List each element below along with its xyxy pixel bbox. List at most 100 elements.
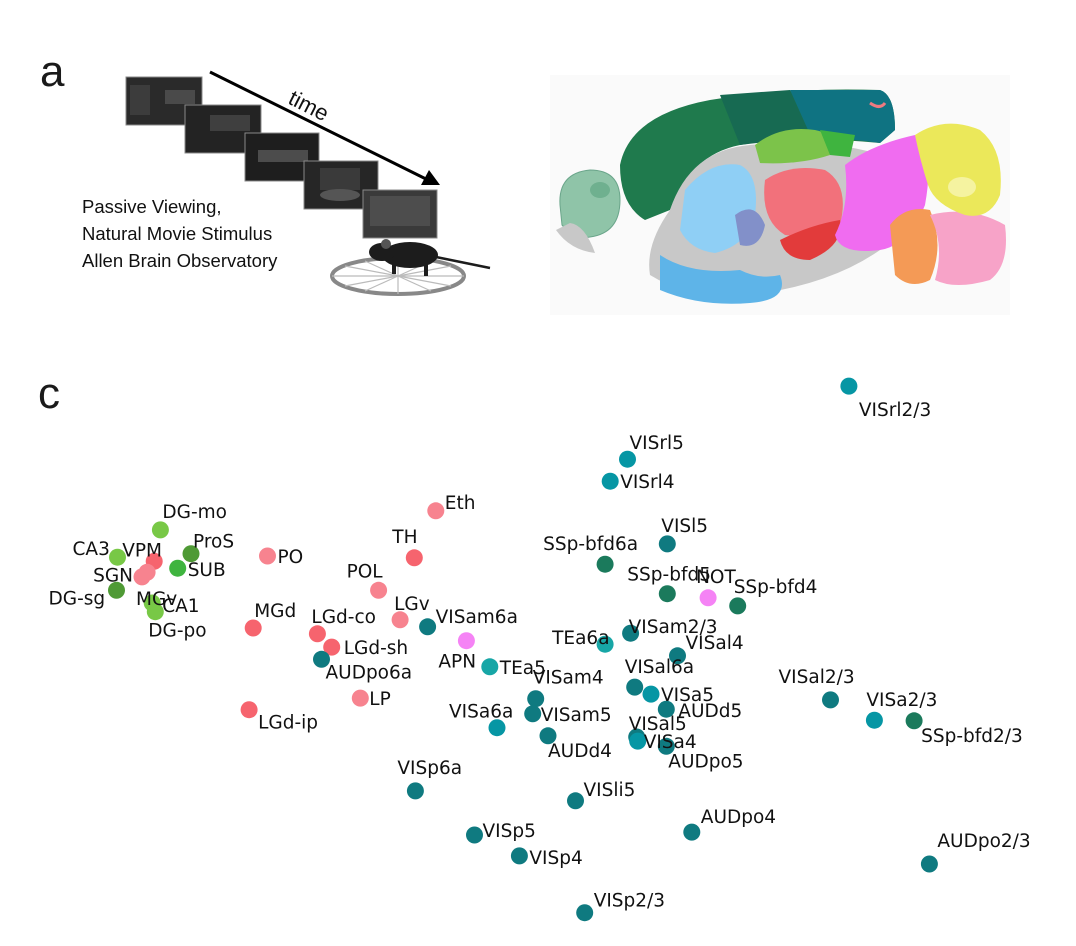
point-label-audd5: AUDd5 xyxy=(678,701,742,722)
scatter-point-lp xyxy=(351,689,369,707)
point-label-ssp-bfd4: SSp-bfd4 xyxy=(734,577,818,598)
point-label-visam4: VISam4 xyxy=(533,668,604,689)
point-label-ssp-bfd5: SSp-bfd5 xyxy=(627,565,711,586)
medulla-region xyxy=(930,211,1006,285)
pons-region xyxy=(890,209,938,284)
point-label-tea6a: TEa6a xyxy=(551,628,609,649)
point-label-visal2-3: VISal2/3 xyxy=(779,667,855,688)
scatter-point-audd4 xyxy=(539,727,557,745)
scatter-point-visli5 xyxy=(567,792,584,810)
scatter-point-visa4 xyxy=(629,732,647,750)
scatter-point-dg-po xyxy=(146,603,164,621)
scatter-point-po xyxy=(259,547,276,565)
scatter-point-mgd xyxy=(244,619,262,637)
scatter-point-visam2-3 xyxy=(622,624,640,642)
point-label-th: TH xyxy=(391,527,417,548)
point-label-visa5: VISa5 xyxy=(661,685,714,706)
scatter-point-ssp-bfd6a xyxy=(596,555,614,573)
scatter-point-dg-sg xyxy=(108,581,125,599)
point-label-lgd-sh: LGd-sh xyxy=(344,638,408,659)
scatter-point-tea6a xyxy=(596,635,614,653)
point-label-sub: SUB xyxy=(188,560,226,581)
scatter-point-visl5 xyxy=(658,535,676,553)
scatter-point-ca3 xyxy=(109,548,126,566)
cerebellum-region xyxy=(915,123,1001,216)
scatter-point-eth xyxy=(427,502,445,520)
panel-letter-c: c xyxy=(38,369,60,418)
point-label-pol: POL xyxy=(347,561,384,582)
hypothalamus-region xyxy=(780,220,841,260)
scatter-point-dg-mo xyxy=(151,521,169,539)
scatter-point-sub xyxy=(169,559,187,577)
point-label-sgn: SGN xyxy=(93,565,133,586)
scatter-point-visp6a xyxy=(406,782,424,800)
thalamus-region xyxy=(764,167,843,237)
point-label-dg-mo: DG-mo xyxy=(162,502,227,523)
point-label-mgv: MGv xyxy=(136,589,177,610)
scatter-point-visa2-3 xyxy=(865,711,883,729)
mouse-icon xyxy=(369,239,491,276)
point-label-visp6a: VISp6a xyxy=(397,758,462,779)
scatter-point-visam5 xyxy=(524,705,542,723)
time-arrow-icon xyxy=(209,70,440,185)
point-label-mgd: MGd xyxy=(254,601,296,622)
point-label-pros: ProS xyxy=(193,532,234,553)
scatter-point-tea5 xyxy=(481,658,499,676)
point-label-visa2-3: VISa2/3 xyxy=(866,690,937,711)
point-label-visrl5: VISrl5 xyxy=(630,433,684,454)
point-label-dg-po: DG-po xyxy=(148,621,206,642)
point-label-not: NOT xyxy=(696,567,736,588)
pallidum-region xyxy=(735,209,765,246)
point-label-visam6a: VISam6a xyxy=(436,607,518,628)
point-label-audpo6a: AUDpo6a xyxy=(326,662,413,683)
movie-frame-5 xyxy=(362,189,438,239)
point-label-visam2-3: VISam2/3 xyxy=(629,617,718,638)
caption-line: Allen Brain Observatory xyxy=(82,250,278,271)
scatter-point-ssp-bfd4 xyxy=(729,597,747,615)
stimulus-caption: Passive Viewing, Natural Movie Stimulus … xyxy=(82,193,277,274)
scatter-point-audpo6a xyxy=(313,650,330,668)
point-label-visal4: VISal4 xyxy=(686,633,744,654)
scatter-point-audpo5 xyxy=(657,737,675,755)
scatter-point-audd5 xyxy=(657,700,675,718)
point-label-visli5: VISli5 xyxy=(584,780,636,801)
scatter-point-visal4 xyxy=(669,647,686,665)
striatum-region xyxy=(660,164,782,304)
point-label-visp2-3: VISp2/3 xyxy=(594,891,665,912)
point-label-visa6a: VISa6a xyxy=(449,702,513,723)
point-label-ssp-bfd6a: SSp-bfd6a xyxy=(543,534,638,555)
scatter-point-lgd-co xyxy=(308,625,326,643)
scatter-point-lgd-ip xyxy=(240,701,258,719)
point-label-vpm: VPM xyxy=(122,540,162,561)
point-label-audd4: AUDd4 xyxy=(548,741,612,762)
caption-line: Passive Viewing, xyxy=(82,196,222,217)
scatter-point-visam4 xyxy=(527,690,545,708)
scatter-point-visam6a xyxy=(419,618,437,636)
scatter-point-visa5 xyxy=(642,685,660,703)
movie-frame-4 xyxy=(303,160,379,210)
point-label-tea5: TEa5 xyxy=(499,658,546,679)
scatter-point-visp4 xyxy=(510,847,528,865)
hippocampus-region xyxy=(755,129,855,164)
scatter-point-ssp-bfd2-3 xyxy=(905,712,923,730)
point-label-visa4: VISa4 xyxy=(644,732,697,753)
scatter-point-th xyxy=(405,549,423,567)
scatter-point-visal6a xyxy=(626,678,644,696)
points-layer xyxy=(108,377,938,922)
scatter-point-lgd-sh xyxy=(323,638,341,656)
scatter-point-visal2-3 xyxy=(822,691,839,709)
point-label-po: PO xyxy=(278,547,304,568)
brain-atlas-image xyxy=(550,75,1010,315)
scatter-point-not xyxy=(699,589,717,607)
scatter-point-visa6a xyxy=(488,719,506,737)
point-label-visal6a: VISal6a xyxy=(625,657,694,678)
movie-frames xyxy=(125,76,438,239)
running-wheel-icon xyxy=(330,256,466,296)
scatter-point-pros xyxy=(182,545,200,563)
scatter-point-audpo4 xyxy=(683,823,701,841)
scatter-point-ssp-bfd5 xyxy=(658,585,676,603)
scatter-point-audpo2-3 xyxy=(920,855,938,873)
scatter-point-visrl5 xyxy=(619,450,636,468)
